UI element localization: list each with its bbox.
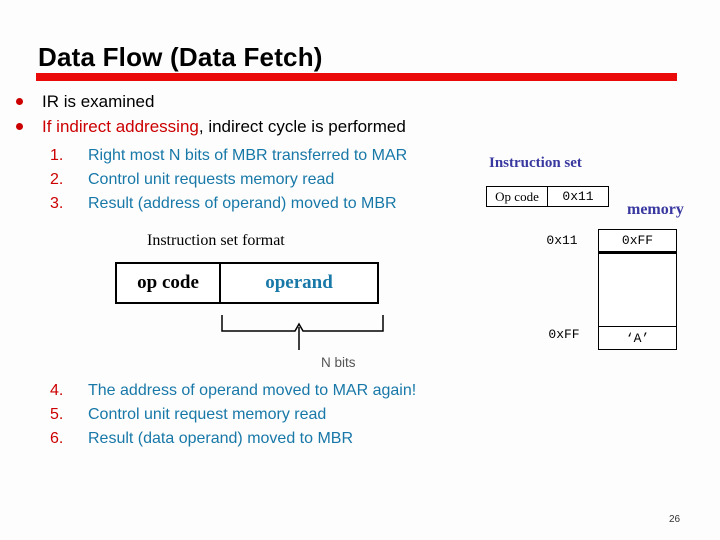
opcode-cell: Op code [487,187,548,206]
step-item: 1. Right most N bits of MBR transferred … [50,144,610,168]
memory-address-top: 0x11 [546,233,578,248]
instruction-set-format-title: Instruction set format [147,232,285,249]
step-text: Control unit requests memory read [88,171,335,188]
format-opcode-cell: op code [117,264,221,302]
step-item: 4. The address of operand moved to MAR a… [50,379,610,403]
step-number: 5. [50,406,64,423]
memory-address-bottom: 0xFF [548,327,580,342]
bullet-icon [16,98,23,105]
opcode-value-cell: 0x11 [562,189,594,204]
step-number: 1. [50,147,64,164]
step-number: 2. [50,171,64,188]
step-text: The address of operand moved to MAR agai… [88,382,417,399]
step-text: Result (address of operand) moved to MBR [88,195,397,212]
bullet-icon [16,123,23,130]
bullet-text: If indirect addressing, indirect cycle i… [42,116,406,137]
instruction-set-label: Instruction set [489,155,582,171]
bullet-text-black-segment: , indirect cycle is performed [198,117,406,136]
slide-title: Data Flow (Data Fetch) [38,42,323,72]
bullet-text-red-segment: If indirect addressing [42,117,199,136]
title-underline-bar [36,73,677,81]
step-text: Control unit request memory read [88,406,327,423]
memory-box: 0xFF ‘A’ [598,229,677,350]
step-item: 3. Result (address of operand) moved to … [50,192,610,216]
step-number: 3. [50,195,64,212]
numbered-steps-4-6: 4. The address of operand moved to MAR a… [50,379,610,451]
bullet-ir-examined: IR is examined [16,91,656,112]
memory-cell-top: 0xFF [599,230,676,254]
memory-label: memory [627,201,684,218]
step-number: 4. [50,382,64,399]
bullet-indirect-addressing: If indirect addressing, indirect cycle i… [16,116,656,137]
step-number: 6. [50,430,64,447]
n-bits-label: N bits [321,355,356,370]
memory-cell-bottom: ‘A’ [599,326,676,349]
n-bits-brace [221,315,384,350]
format-operand-cell: operand [265,272,333,293]
step-text: Right most N bits of MBR transferred to … [88,147,408,164]
page-number: 26 [669,514,681,525]
step-item: 2. Control unit requests memory read [50,168,610,192]
step-item: 5. Control unit request memory read [50,403,610,427]
instruction-set-box: Op code 0x11 [486,186,609,207]
bullet-text: IR is examined [42,92,155,111]
step-text: Result (data operand) moved to MBR [88,430,354,447]
step-item: 6. Result (data operand) moved to MBR [50,427,610,451]
numbered-steps-1-3: 1. Right most N bits of MBR transferred … [50,144,610,216]
instruction-format-box: op code operand [115,262,379,304]
memory-empty-region [599,254,676,326]
